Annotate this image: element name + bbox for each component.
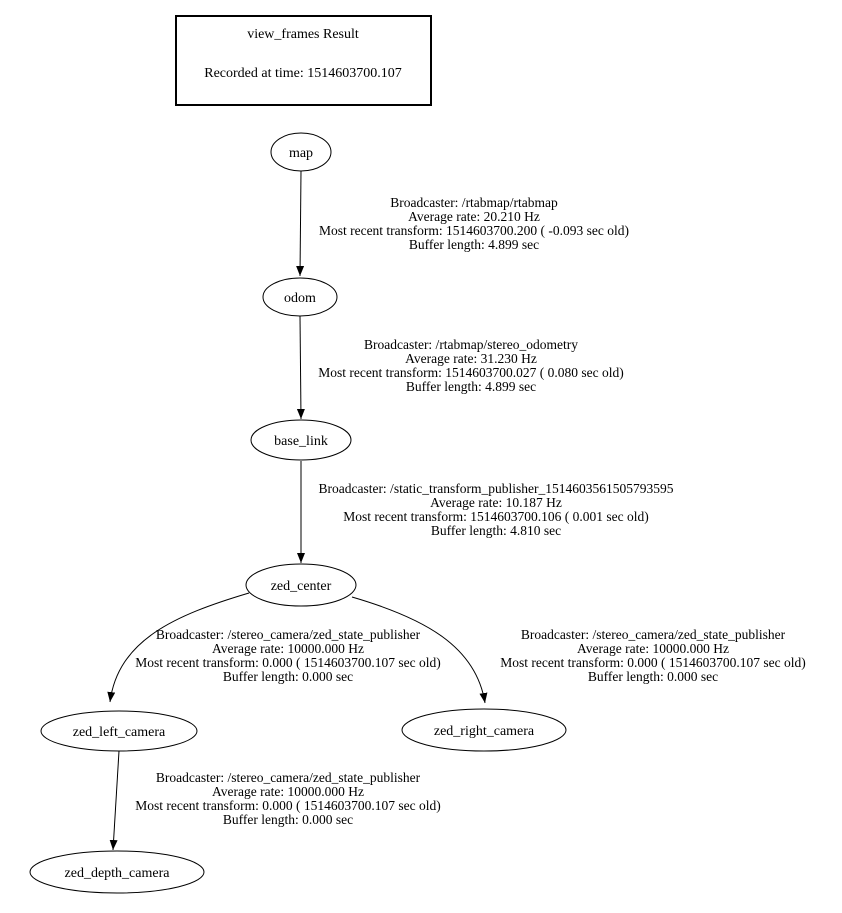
edge-arrow-map-odom — [296, 170, 305, 277]
edge-odom-base-link: Broadcaster: /rtabmap/stereo_odometry Av… — [296, 315, 624, 420]
node-ellipse-base-link — [250, 419, 352, 461]
edge-label-broadcaster: Broadcaster: /rtabmap/stereo_odometry — [364, 337, 578, 352]
edge-label-rate: Average rate: 10000.000 Hz — [212, 784, 364, 799]
edge-label-transform: Most recent transform: 0.000 ( 151460370… — [500, 655, 806, 670]
node-label-zed-center: zed_center — [271, 579, 332, 594]
node-label-zed-left-camera: zed_left_camera — [73, 725, 166, 740]
node-label-zed-depth-camera: zed_depth_camera — [65, 866, 171, 881]
edge-label-rate: Average rate: 10000.000 Hz — [577, 641, 729, 656]
edge-map-odom: Broadcaster: /rtabmap/rtabmap Average ra… — [296, 170, 629, 277]
node-label-map: map — [289, 146, 313, 161]
node-zed-depth-camera: zed_depth_camera — [29, 850, 205, 894]
node-ellipse-zed-left-camera — [40, 710, 198, 752]
edge-arrow-zed-center-zed-left-camera — [107, 592, 250, 703]
edge-zed-left-camera-zed-depth-camera: Broadcaster: /stereo_camera/zed_state_pu… — [109, 750, 441, 851]
node-ellipse-zed-depth-camera — [29, 850, 205, 894]
edge-label-broadcaster: Broadcaster: /static_transform_publisher… — [318, 481, 673, 496]
edge-label-transform: Most recent transform: 1514603700.200 ( … — [319, 223, 629, 238]
edge-label-transform: Most recent transform: 0.000 ( 151460370… — [135, 655, 441, 670]
edge-label-rate: Average rate: 10000.000 Hz — [212, 641, 364, 656]
edge-label-rate: Average rate: 31.230 Hz — [405, 351, 537, 366]
node-map: map — [270, 132, 332, 172]
node-ellipse-zed-center — [245, 563, 357, 607]
edge-label-map-odom: Broadcaster: /rtabmap/rtabmap Average ra… — [319, 195, 629, 252]
edge-base-link-zed-center: Broadcaster: /static_transform_publisher… — [297, 461, 674, 563]
edge-label-rate: Average rate: 20.210 Hz — [408, 209, 540, 224]
edge-zed-center-zed-left-camera: Broadcaster: /stereo_camera/zed_state_pu… — [107, 592, 441, 703]
edge-label-buffer: Buffer length: 4.899 sec — [409, 237, 539, 252]
edge-label-broadcaster: Broadcaster: /rtabmap/rtabmap — [390, 195, 558, 210]
edge-label-broadcaster: Broadcaster: /stereo_camera/zed_state_pu… — [156, 770, 421, 785]
edge-label-broadcaster: Broadcaster: /stereo_camera/zed_state_pu… — [156, 627, 421, 642]
node-zed-right-camera: zed_right_camera — [401, 708, 567, 752]
edge-label-broadcaster: Broadcaster: /stereo_camera/zed_state_pu… — [521, 627, 786, 642]
node-zed-left-camera: zed_left_camera — [40, 710, 198, 752]
edge-arrow-zed-left-camera-zed-depth-camera — [109, 750, 120, 851]
title-box: view_frames Result Recorded at time: 151… — [175, 15, 432, 106]
edge-label-rate: Average rate: 10.187 Hz — [430, 495, 562, 510]
node-ellipse-map — [270, 132, 332, 172]
edge-zed-center-zed-right-camera: Broadcaster: /stereo_camera/zed_state_pu… — [351, 596, 806, 704]
edge-label-zed-center-zed-right-camera: Broadcaster: /stereo_camera/zed_state_pu… — [500, 627, 806, 684]
edge-label-transform: Most recent transform: 1514603700.106 ( … — [343, 509, 649, 524]
edge-label-transform: Most recent transform: 0.000 ( 151460370… — [135, 798, 441, 813]
title-line: view_frames Result — [247, 27, 359, 42]
edge-label-buffer: Buffer length: 4.810 sec — [431, 523, 561, 538]
edge-label-zed-center-zed-left-camera: Broadcaster: /stereo_camera/zed_state_pu… — [135, 627, 441, 684]
title-box-border — [175, 15, 432, 106]
node-ellipse-zed-right-camera — [401, 708, 567, 752]
node-base-link: base_link — [250, 419, 352, 461]
edge-label-base-link-zed-center: Broadcaster: /static_transform_publisher… — [318, 481, 673, 538]
edge-label-buffer: Buffer length: 0.000 sec — [588, 669, 718, 684]
edge-arrow-zed-center-zed-right-camera — [351, 596, 488, 704]
edge-label-buffer: Buffer length: 4.899 sec — [406, 379, 536, 394]
edge-label-odom-base-link: Broadcaster: /rtabmap/stereo_odometry Av… — [318, 337, 624, 394]
edge-label-zed-left-camera-zed-depth-camera: Broadcaster: /stereo_camera/zed_state_pu… — [135, 770, 441, 827]
edge-label-transform: Most recent transform: 1514603700.027 ( … — [318, 365, 624, 380]
node-zed-center: zed_center — [245, 563, 357, 607]
node-label-odom: odom — [284, 291, 316, 306]
node-odom: odom — [262, 277, 338, 317]
node-ellipse-odom — [262, 277, 338, 317]
node-label-base-link: base_link — [274, 434, 328, 449]
edge-arrow-odom-base-link — [296, 315, 305, 420]
recorded-time-line: Recorded at time: 1514603700.107 — [204, 66, 402, 81]
node-label-zed-right-camera: zed_right_camera — [434, 724, 535, 739]
edge-label-buffer: Buffer length: 0.000 sec — [223, 669, 353, 684]
edge-label-buffer: Buffer length: 0.000 sec — [223, 812, 353, 827]
